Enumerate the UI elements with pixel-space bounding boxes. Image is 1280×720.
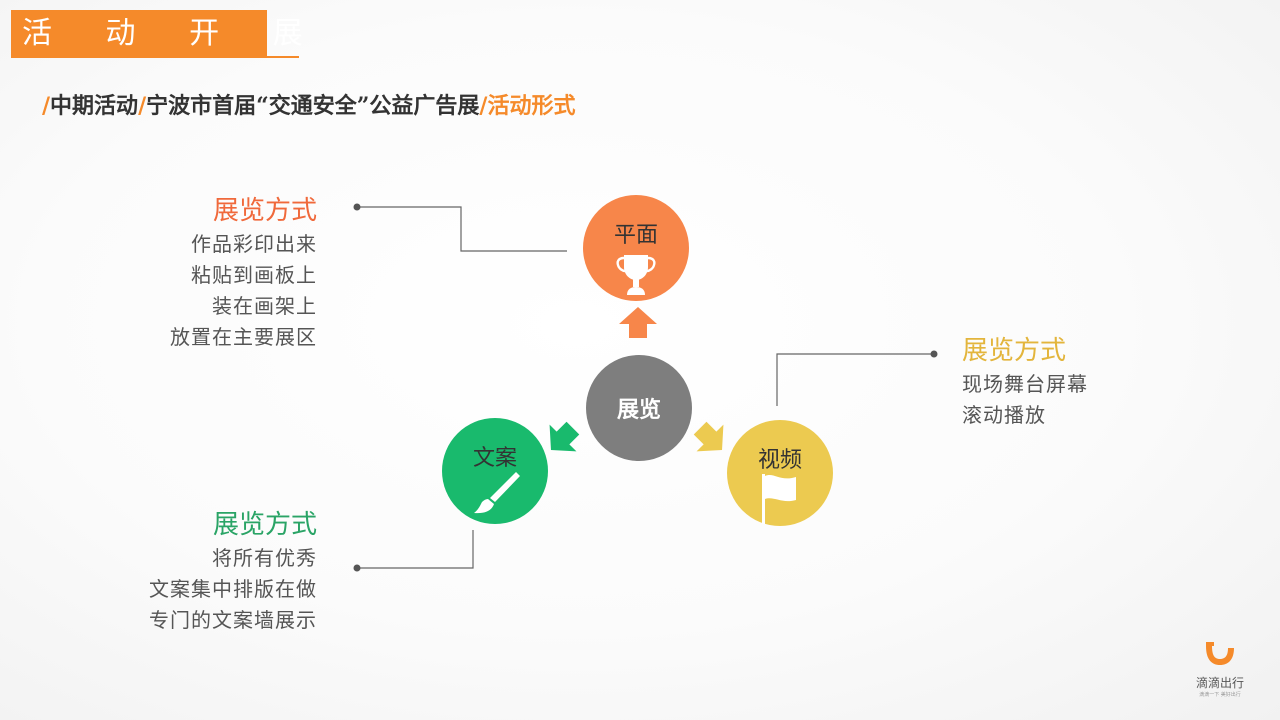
center-node-exhibition: 展览 [586,355,692,461]
copy-connector-line [357,530,474,569]
arrow-up-icon [619,307,657,338]
print-connector-line [357,206,567,252]
video-callout-line: 滚动播放 [962,403,1046,427]
video-callout-title: 展览方式 [962,336,1067,366]
section-title: 活 动 开 展 [11,10,303,58]
copy-callout-text: 将所有优秀 文案集中排版在做 专门的文案墙展示 [149,543,317,636]
copy-callout-title: 展览方式 [212,510,317,540]
trophy-icon [616,255,656,295]
print-callout-line: 粘贴到画板上 [191,263,317,287]
breadcrumb-item-current: 活动形式 [487,93,576,119]
print-callout-text: 作品彩印出来 粘贴到画板上 装在画架上 放置在主要展区 [170,229,317,353]
didi-logo-name: 滴滴出行 [1195,676,1244,690]
copy-callout-line: 将所有优秀 [212,546,317,570]
print-callout-line: 作品彩印出来 [191,232,317,256]
didi-logo: 滴滴出行 滴滴一下 美好出行 [1188,640,1252,698]
print-connector-dot [353,203,361,211]
arrow-down-right-icon [693,421,724,452]
breadcrumb-separator: / [42,93,51,119]
flag-icon [762,474,796,524]
didi-logo-slogan: 滴滴一下 美好出行 [1199,692,1241,698]
breadcrumb-item-event: 宁波市首届“交通安全”公益广告展 [146,93,480,119]
video-connector-dot [930,350,938,358]
breadcrumb: /中期活动/宁波市首届“交通安全”公益广告展/活动形式 [42,88,575,120]
node-print-label: 平面 [613,223,658,248]
node-print: 平面 [583,195,689,301]
print-callout-line: 放置在主要展区 [170,325,317,349]
breadcrumb-item-stage: 中期活动 [50,93,139,119]
video-connector-line [776,353,934,406]
print-callout-line: 装在画架上 [212,294,317,318]
node-video-label: 视频 [757,448,802,473]
arrow-down-left-icon [549,421,580,452]
print-callout-title: 展览方式 [212,196,317,226]
copy-connector-dot [353,564,361,572]
title-underline [267,56,299,58]
breadcrumb-separator: / [479,93,488,119]
didi-logo-icon [1206,642,1234,665]
node-copy: 文案 [442,418,548,524]
node-video: 视频 [727,420,833,526]
node-copy-label: 文案 [472,446,517,471]
copy-callout-line: 文案集中排版在做 [149,577,317,601]
video-callout-text: 现场舞台屏幕 滚动播放 [962,369,1088,431]
breadcrumb-separator: / [138,93,147,119]
brush-icon [474,472,520,514]
video-callout-line: 现场舞台屏幕 [962,372,1088,396]
copy-callout-line: 专门的文案墙展示 [149,608,317,632]
